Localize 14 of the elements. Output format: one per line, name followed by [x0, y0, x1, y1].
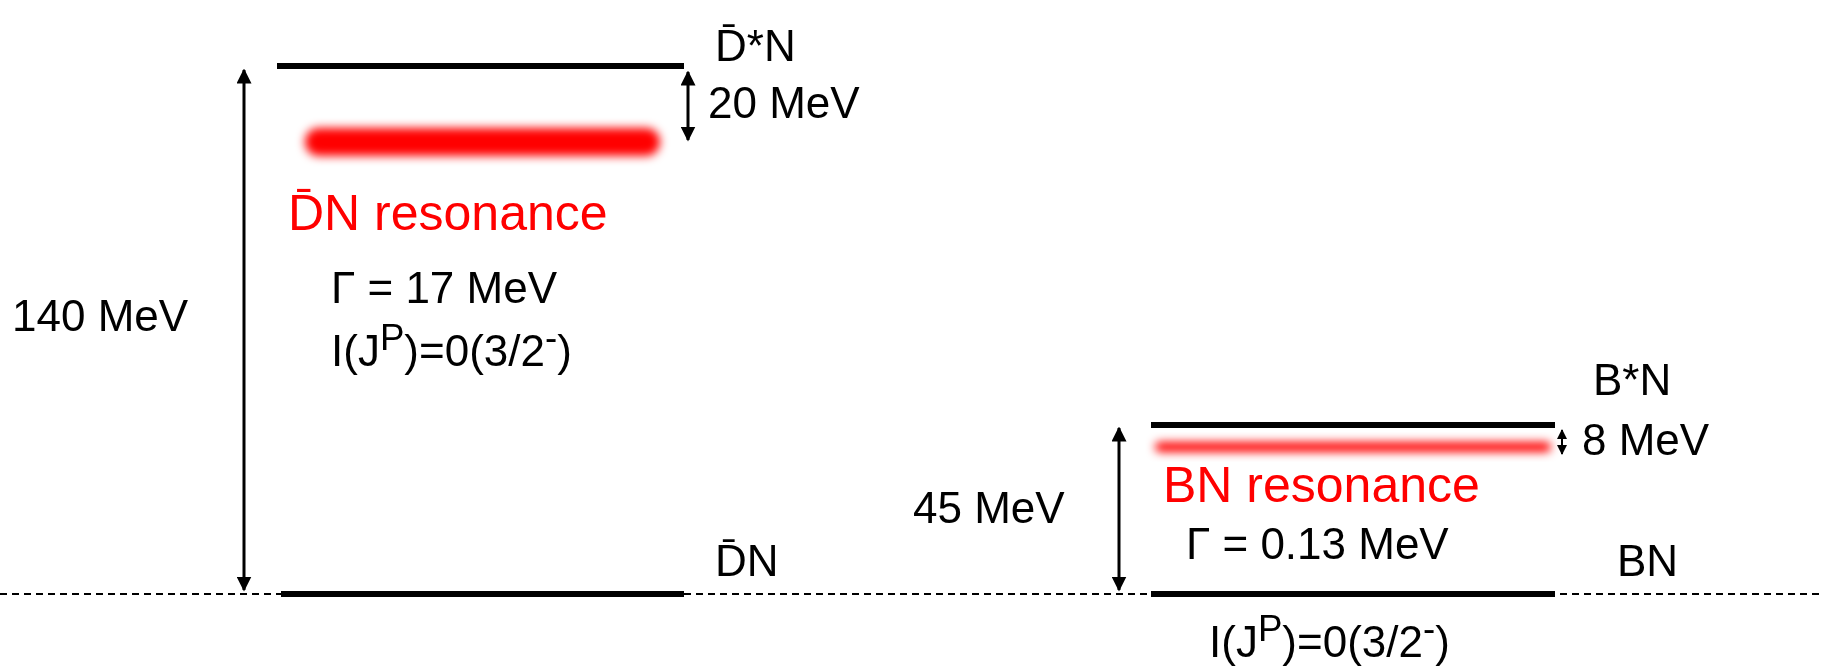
- width-label: Γ = 0.13 MeV: [1186, 519, 1449, 569]
- energy-gap-label: 8 MeV: [1582, 415, 1710, 465]
- level-label: B*N: [1593, 355, 1672, 405]
- width-label: Γ = 17 MeV: [331, 263, 557, 313]
- resonance-label: BN resonance: [1163, 457, 1480, 513]
- quantum-numbers-label: I(J$^{P}$)=0(3/2$^{-}$): [331, 318, 572, 376]
- level-label: D̄N: [715, 536, 779, 586]
- resonance-label: D̄N resonance: [288, 185, 608, 241]
- energy-gap-label: 45 MeV: [913, 483, 1065, 533]
- level-label: BN: [1617, 536, 1679, 586]
- energy-gap-label: 20 MeV: [708, 78, 860, 128]
- level-label: D̄*N: [715, 21, 796, 71]
- energy-gap-label: 140 MeV: [12, 291, 189, 341]
- quantum-numbers-label: I(J$^{P}$)=0(3/2$^{-}$): [1209, 609, 1450, 667]
